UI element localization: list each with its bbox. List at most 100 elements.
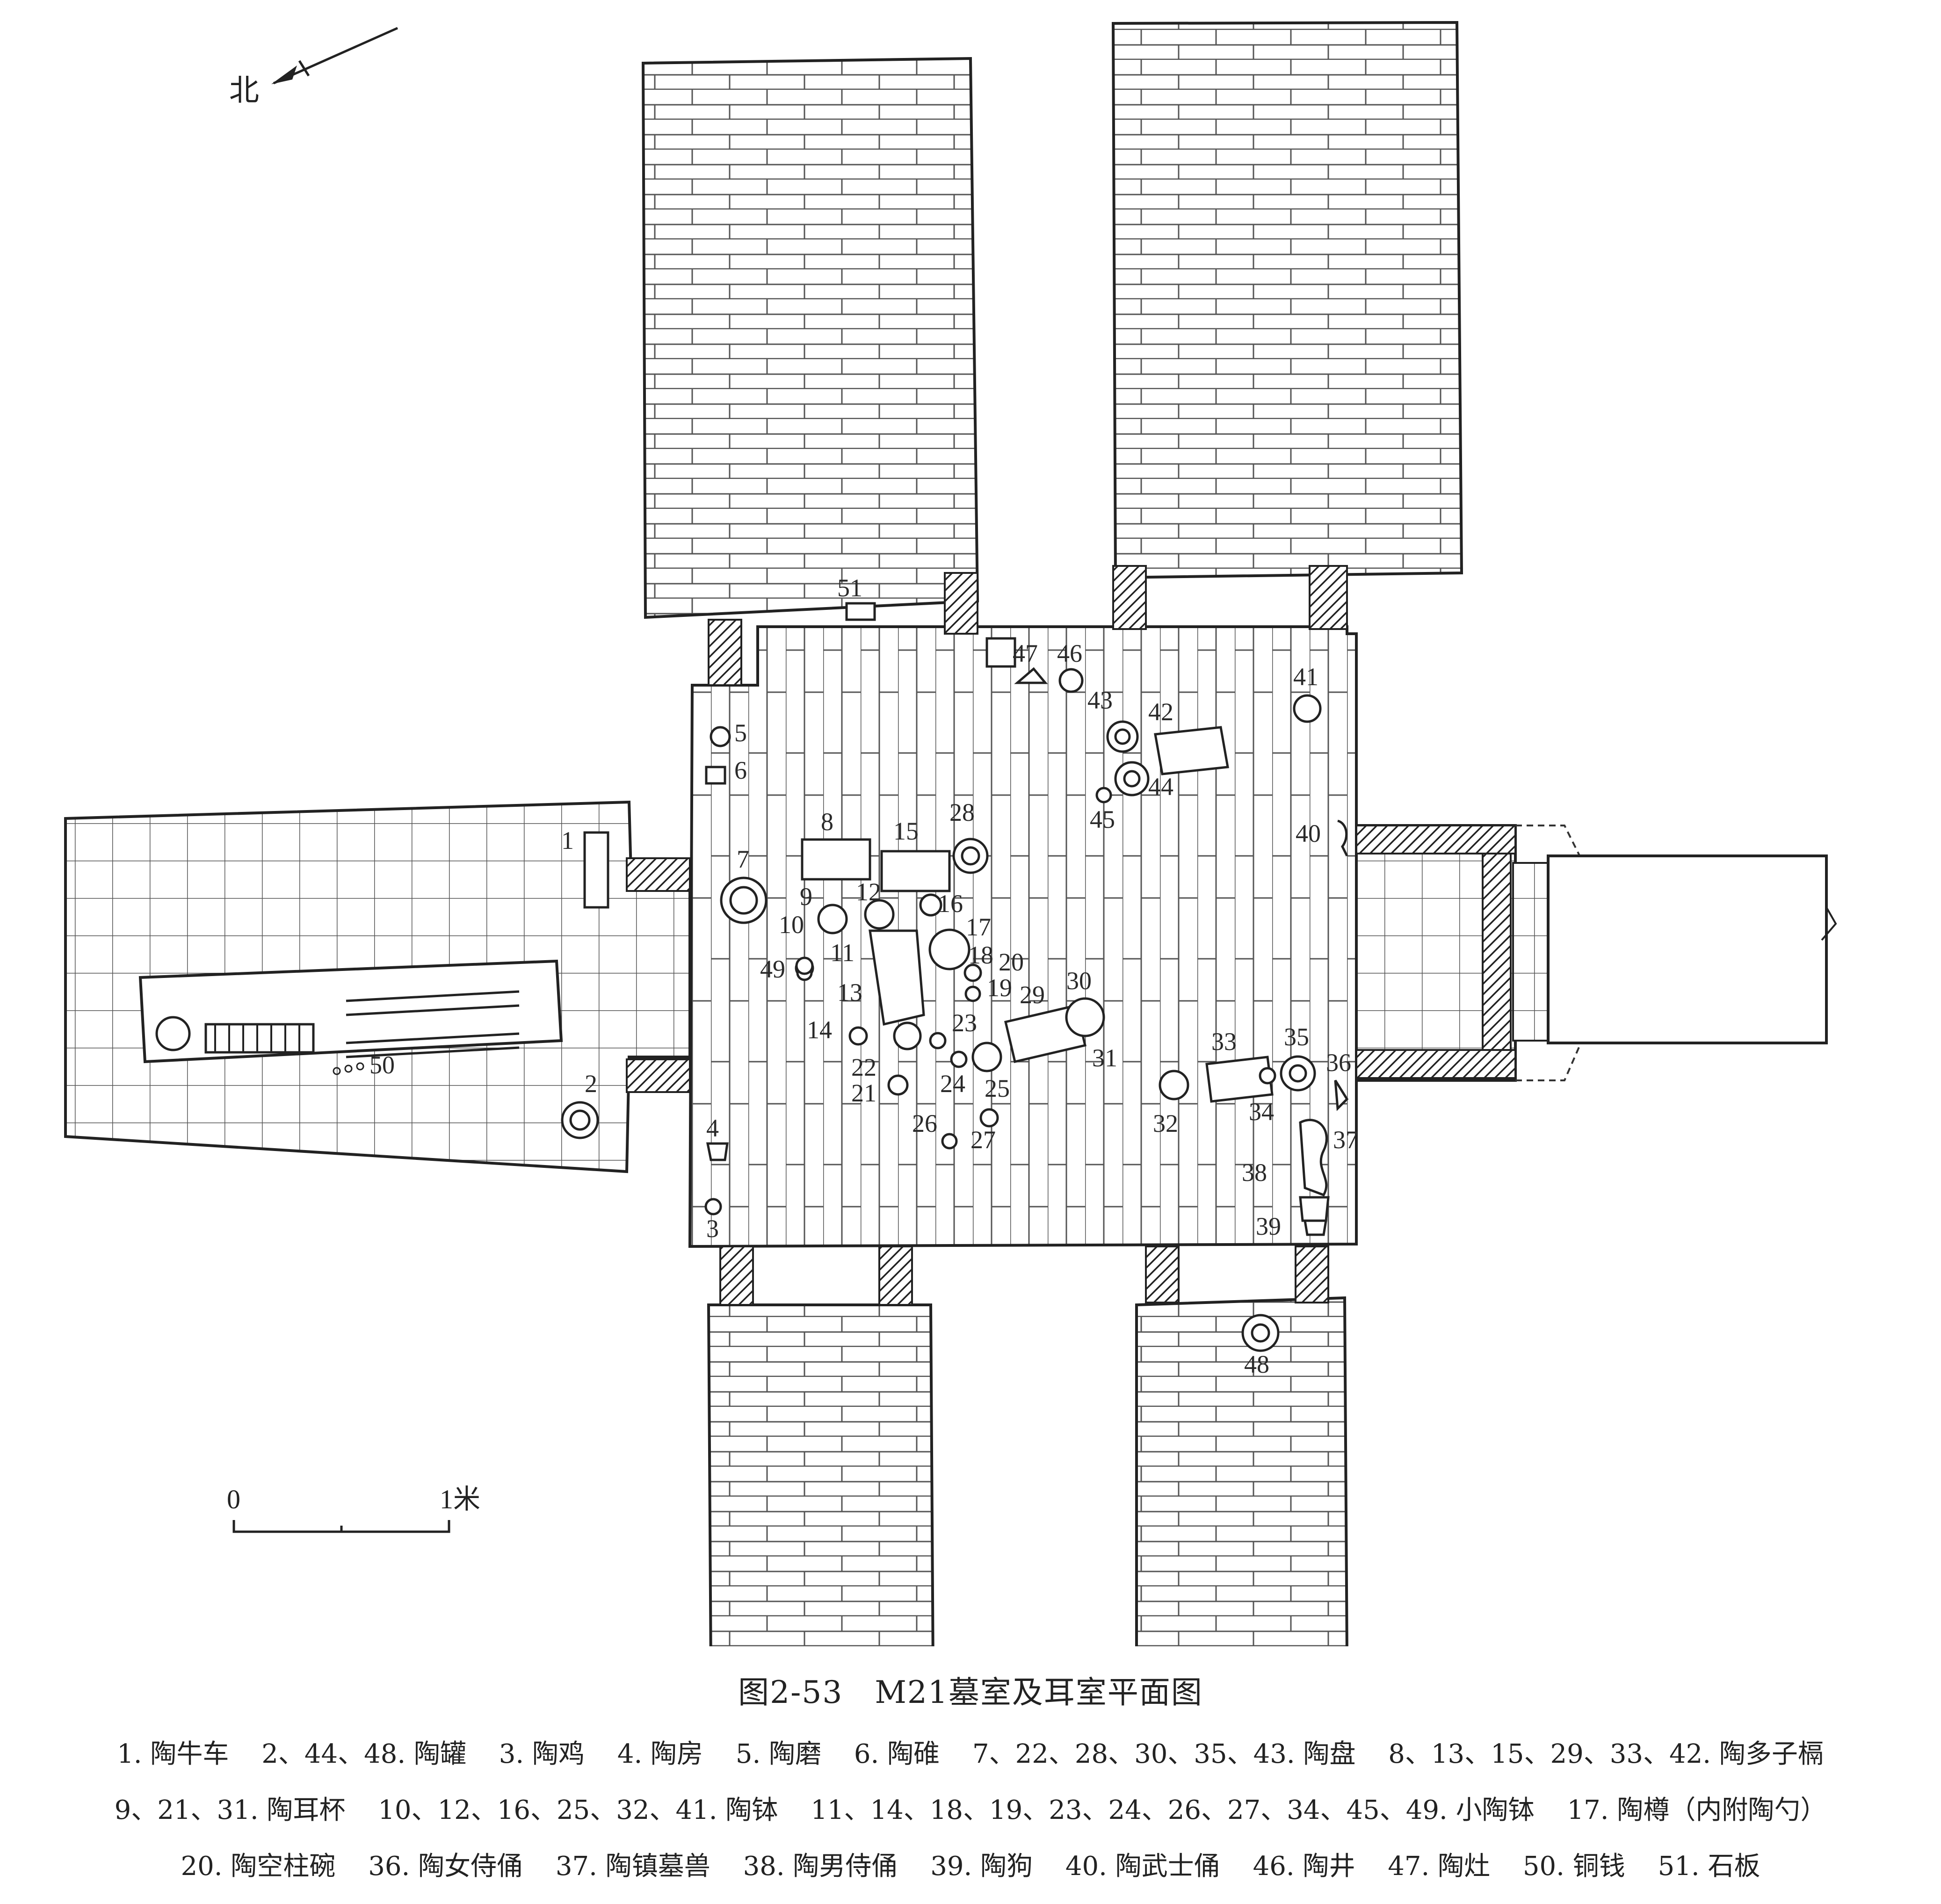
doorway-pillars bbox=[626, 565, 1348, 1306]
artifact-number-label: 44 bbox=[1148, 773, 1173, 801]
north-label: 北 bbox=[229, 73, 259, 108]
artifact-number-label: 14 bbox=[807, 1016, 832, 1044]
artifact-number-label: 49 bbox=[760, 955, 785, 983]
house-artifact bbox=[706, 1142, 729, 1161]
artifact-number-label: 48 bbox=[1244, 1350, 1269, 1378]
artifact-number-label: 28 bbox=[949, 798, 975, 826]
compartment-tray-artifact bbox=[880, 850, 951, 892]
artifact-number-label: 31 bbox=[1092, 1044, 1117, 1072]
artifact-number-label: 27 bbox=[970, 1126, 996, 1154]
artifact-number-label: 40 bbox=[1296, 819, 1321, 847]
artifact-number-label: 33 bbox=[1211, 1028, 1237, 1056]
legend-item: 17. 陶樽（内附陶勺） bbox=[1567, 1795, 1827, 1825]
artifacts bbox=[561, 602, 1349, 1352]
artifact-number-label: 47 bbox=[1013, 639, 1038, 667]
bowl-artifact bbox=[864, 899, 895, 930]
stone-slab-artifact bbox=[845, 602, 876, 621]
legend-item: 50. 铜钱 bbox=[1522, 1851, 1625, 1882]
artifact-number-label: 1 bbox=[561, 826, 574, 854]
bowl-artifact bbox=[1159, 1070, 1189, 1100]
lower-left-ear-chamber bbox=[707, 1303, 934, 1646]
artifact-number-label: 19 bbox=[987, 974, 1012, 1002]
artifact-number-label: 43 bbox=[1087, 686, 1113, 714]
tomb-guardian-beast-figurine bbox=[1299, 1119, 1328, 1197]
scale-end-label: 1米 bbox=[440, 1484, 480, 1514]
artifact-number-label: 38 bbox=[1242, 1158, 1267, 1187]
mortar-artifact bbox=[705, 766, 726, 785]
artifact-number-label: 17 bbox=[966, 913, 991, 941]
legend-item: 38. 陶男侍俑 bbox=[743, 1851, 898, 1882]
compartment-tray-artifact bbox=[869, 929, 925, 1026]
ear-cup-artifact bbox=[887, 1074, 909, 1096]
artifact-number-label: 22 bbox=[851, 1053, 876, 1081]
artifact-number-label: 32 bbox=[1153, 1109, 1178, 1137]
well-artifact bbox=[1058, 668, 1084, 693]
small-bowl-artifact bbox=[964, 985, 981, 1002]
artifact-number-label: 24 bbox=[940, 1070, 965, 1098]
legend-item: 47. 陶灶 bbox=[1388, 1851, 1491, 1882]
plate-artifact bbox=[893, 1021, 922, 1050]
chicken-artifact bbox=[704, 1198, 722, 1216]
scale-bar: 0 1米 bbox=[227, 1484, 480, 1533]
artifact-number-label: 5 bbox=[734, 719, 747, 747]
artifact-number-label: 46 bbox=[1057, 639, 1082, 667]
artifact-number-label: 36 bbox=[1326, 1049, 1351, 1077]
ox-cart-artifact bbox=[583, 831, 609, 909]
legend-item: 40. 陶武士俑 bbox=[1065, 1851, 1220, 1882]
legend-item: 37. 陶镇墓兽 bbox=[555, 1851, 710, 1882]
artifact-number-label: 42 bbox=[1148, 698, 1173, 726]
upper-right-ear-chamber bbox=[1111, 21, 1463, 579]
legend-item: 4. 陶房 bbox=[617, 1739, 703, 1769]
artifact-number-label: 29 bbox=[1020, 981, 1045, 1009]
bowl-artifact bbox=[971, 1042, 1002, 1072]
legend-item: 10、12、16、25、32、41. 陶钵 bbox=[378, 1795, 778, 1825]
bowl-artifact bbox=[817, 904, 848, 934]
legend-item: 6. 陶碓 bbox=[854, 1739, 940, 1769]
zun-vessel-artifact bbox=[928, 928, 970, 970]
coffin-with-skeleton bbox=[138, 959, 563, 1075]
compartment-tray-artifact bbox=[801, 838, 871, 881]
artifact-number-label: 13 bbox=[837, 978, 862, 1006]
artifact-number-label: 4 bbox=[706, 1114, 719, 1142]
legend-line-1: 1. 陶牛车 2、44、48. 陶罐 3. 陶鸡 4. 陶房 5. 陶磨 6. … bbox=[0, 1733, 1941, 1771]
artifact-number-label: 10 bbox=[779, 911, 804, 939]
legend-item: 2、44、48. 陶罐 bbox=[261, 1739, 466, 1769]
legend-item: 1. 陶牛车 bbox=[117, 1739, 229, 1769]
warrior-figurine bbox=[1337, 819, 1348, 857]
artifact-number-label: 2 bbox=[585, 1070, 597, 1098]
female-attendant-figurine bbox=[1334, 1079, 1349, 1111]
artifact-number-label: 8 bbox=[821, 808, 833, 836]
small-bowl-artifact bbox=[950, 1050, 968, 1068]
upper-left-ear-chamber bbox=[641, 57, 979, 619]
plate-artifact bbox=[1065, 997, 1105, 1037]
artifact-number-label: 18 bbox=[968, 941, 993, 969]
artifact-number-label: 11 bbox=[830, 939, 855, 967]
artifact-number-label: 50 bbox=[369, 1051, 395, 1079]
tomb-plan: 北 bbox=[64, 21, 1837, 1646]
artifact-number-label: 7 bbox=[737, 845, 749, 873]
legend-item: 20. 陶空柱碗 bbox=[181, 1851, 336, 1882]
artifact-number-label: 30 bbox=[1066, 967, 1092, 995]
scale-start-label: 0 bbox=[227, 1484, 240, 1514]
artifact-number-label: 51 bbox=[837, 574, 862, 602]
artifact-number-label: 3 bbox=[706, 1215, 719, 1243]
compartment-tray-artifact bbox=[1004, 1004, 1087, 1064]
compartment-tray-artifact bbox=[1154, 726, 1229, 775]
artifact-number-label: 41 bbox=[1293, 663, 1318, 691]
legend-item: 11、14、18、19、23、24、26、27、34、45、49. 小陶钵 bbox=[811, 1795, 1535, 1825]
small-bowl-artifact bbox=[1095, 787, 1112, 804]
artifact-number-label: 15 bbox=[893, 817, 919, 845]
small-bowl-artifact bbox=[795, 956, 814, 975]
legend-item: 36. 陶女侍俑 bbox=[368, 1851, 523, 1882]
artifact-number-label: 23 bbox=[952, 1009, 977, 1037]
stove-artifact bbox=[1014, 667, 1048, 684]
lower-right-ear-chamber bbox=[1135, 1296, 1348, 1646]
bowl-artifact bbox=[919, 893, 942, 917]
artifact-number-label: 20 bbox=[999, 948, 1024, 976]
artifact-number-label: 25 bbox=[985, 1074, 1010, 1102]
figure-caption: 图2-53 M21墓室及耳室平面图 bbox=[738, 1674, 1203, 1710]
small-bowl-artifact bbox=[941, 1133, 958, 1150]
legend-item: 51. 石板 bbox=[1658, 1851, 1760, 1882]
compartment-tray-artifact bbox=[1205, 1056, 1274, 1103]
artifact-number-label: 34 bbox=[1249, 1098, 1274, 1126]
